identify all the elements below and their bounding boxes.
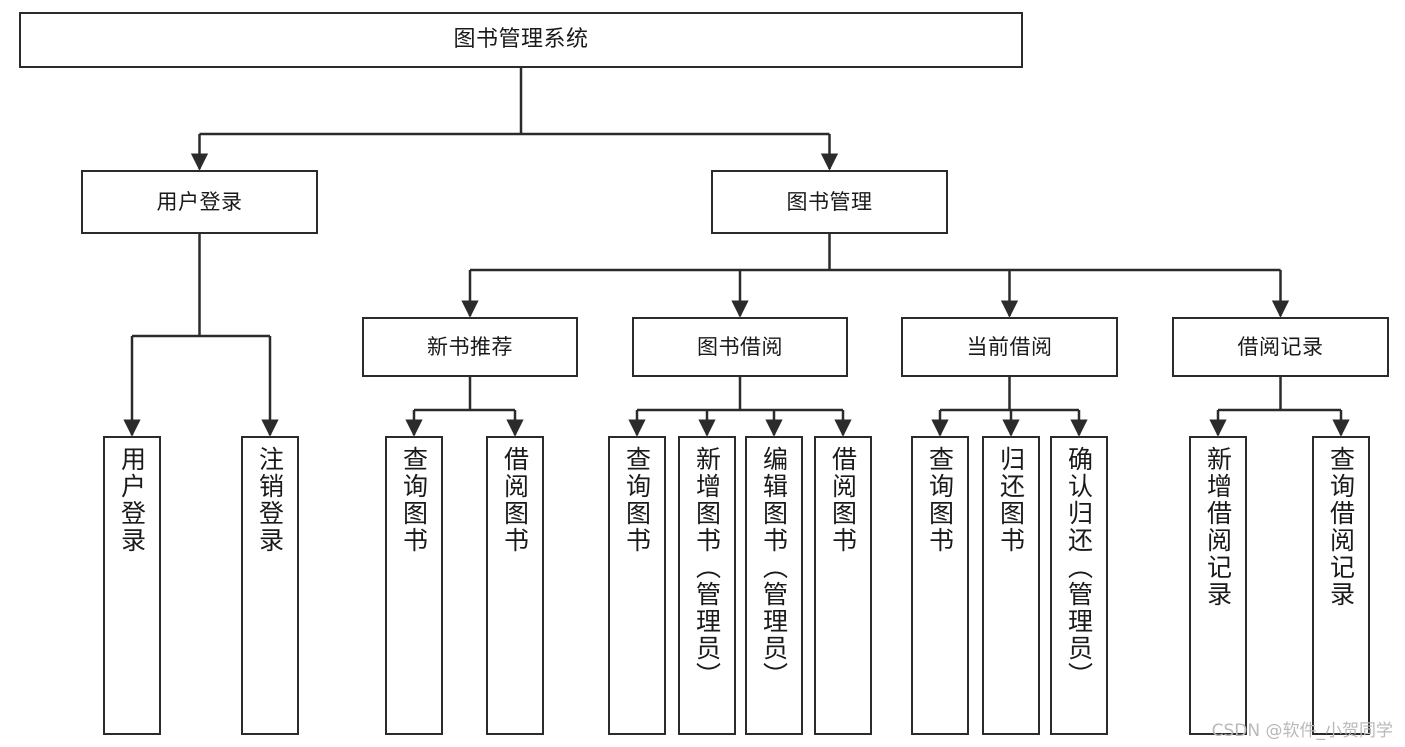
leaf-query-book-recommend-label: 查询图书	[399, 446, 429, 554]
leaf-logout[interactable]: 注销登录	[241, 436, 299, 735]
leaf-borrow-book-recommend[interactable]: 借阅图书	[486, 436, 544, 735]
node-new-book-recommend-label: 新书推荐	[427, 334, 513, 359]
csdn-watermark: CSDN @软件_小贺同学	[1211, 721, 1393, 741]
node-borrow-record-label: 借阅记录	[1237, 334, 1324, 359]
leaf-add-borrow-record-label: 新增借阅记录	[1203, 446, 1233, 608]
leaf-borrow-book[interactable]: 借阅图书	[814, 436, 872, 735]
node-user-login[interactable]: 用户登录	[81, 170, 318, 234]
node-user-login-label: 用户登录	[156, 189, 243, 214]
node-book-management-label: 图书管理	[786, 189, 873, 214]
leaf-user-login[interactable]: 用户登录	[103, 436, 161, 735]
leaf-add-book-admin-label: 新增图书（管理员）	[692, 446, 722, 689]
node-book-borrow-label: 图书借阅	[697, 334, 783, 359]
leaf-user-login-label: 用户登录	[117, 446, 147, 554]
node-root-label: 图书管理系统	[453, 27, 589, 53]
node-new-book-recommend[interactable]: 新书推荐	[362, 317, 578, 377]
node-borrow-record[interactable]: 借阅记录	[1172, 317, 1389, 377]
leaf-query-borrow-record[interactable]: 查询借阅记录	[1312, 436, 1370, 735]
node-book-management[interactable]: 图书管理	[711, 170, 948, 234]
leaf-edit-book-admin[interactable]: 编辑图书（管理员）	[745, 436, 803, 735]
node-current-borrow-label: 当前借阅	[966, 334, 1053, 359]
leaf-add-book-admin[interactable]: 新增图书（管理员）	[678, 436, 736, 735]
leaf-add-borrow-record[interactable]: 新增借阅记录	[1189, 436, 1247, 735]
leaf-return-book[interactable]: 归还图书	[982, 436, 1040, 735]
leaf-borrow-book-label: 借阅图书	[828, 446, 858, 554]
leaf-return-book-label: 归还图书	[996, 446, 1026, 554]
leaf-query-book-recommend[interactable]: 查询图书	[385, 436, 443, 735]
leaf-query-book-current-label: 查询图书	[925, 446, 955, 554]
leaf-edit-book-admin-label: 编辑图书（管理员）	[759, 446, 789, 689]
leaf-confirm-return-admin[interactable]: 确认归还（管理员）	[1050, 436, 1108, 735]
leaf-logout-label: 注销登录	[255, 446, 285, 554]
node-root[interactable]: 图书管理系统	[19, 12, 1023, 68]
leaf-query-book-borrow-label: 查询图书	[622, 446, 652, 554]
leaf-query-book-current[interactable]: 查询图书	[911, 436, 969, 735]
leaf-query-borrow-record-label: 查询借阅记录	[1326, 446, 1356, 608]
leaf-confirm-return-admin-label: 确认归还（管理员）	[1064, 446, 1094, 689]
leaf-query-book-borrow[interactable]: 查询图书	[608, 436, 666, 735]
node-book-borrow[interactable]: 图书借阅	[632, 317, 848, 377]
leaf-borrow-book-recommend-label: 借阅图书	[500, 446, 530, 554]
node-current-borrow[interactable]: 当前借阅	[901, 317, 1118, 377]
